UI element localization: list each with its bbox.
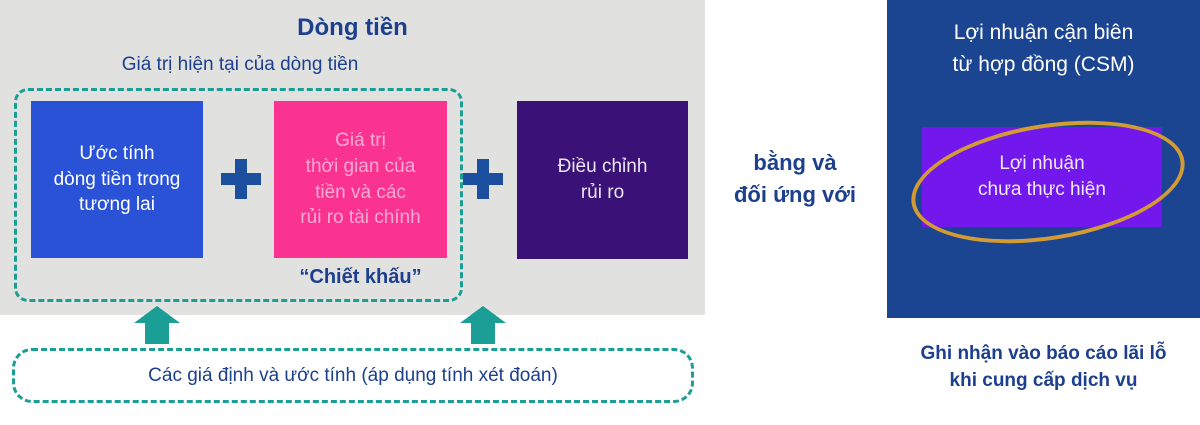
cashflow-panel-subtitle: Giá trị hiện tại của dòng tiền <box>121 54 359 75</box>
time-value-box: Giá trị thời gian của tiền và các rủi ro… <box>274 101 447 258</box>
assumptions-box: Các giá định và ước tính (áp dụng tính x… <box>12 348 694 403</box>
up-arrow-icon <box>134 306 180 344</box>
cashflow-panel-title: Dòng tiền <box>297 14 408 41</box>
future-cashflow-box: Ước tính dòng tiền trong tương lai <box>31 101 203 258</box>
plus-icon <box>221 159 261 199</box>
assumptions-label: Các giá định và ước tính (áp dụng tính x… <box>148 364 558 386</box>
plus-icon <box>463 159 503 199</box>
unearned-profit-box: Lợi nhuận chưa thực hiện <box>922 127 1162 227</box>
relation-label: bằng và đối ứng với <box>733 150 856 207</box>
present-value-dashed-group <box>14 88 463 302</box>
csm-panel-title: Lợi nhuận cận biên từ hợp đồng (CSM) <box>952 21 1135 76</box>
recognition-note: Ghi nhận vào báo cáo lãi lỗ khi cung cấp… <box>920 343 1167 391</box>
up-arrow-icon <box>460 306 506 344</box>
discount-label: “Chiết khấu” <box>299 266 422 288</box>
risk-adjustment-box: Điều chỉnh rủi ro <box>517 101 688 259</box>
